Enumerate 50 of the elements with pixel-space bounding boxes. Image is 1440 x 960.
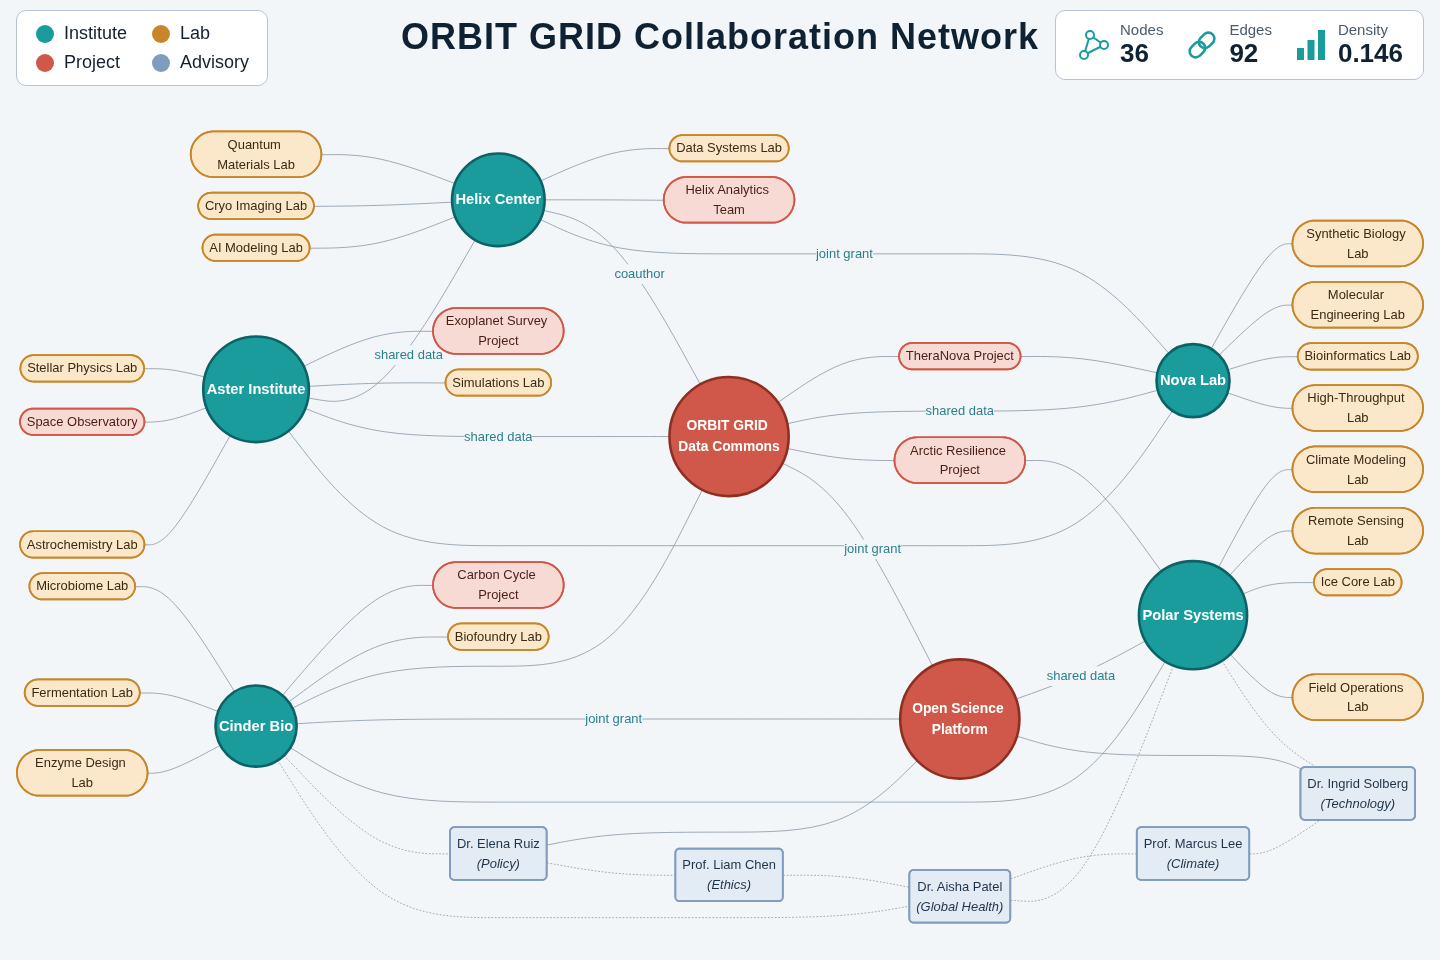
edge-label: joint grant: [585, 711, 643, 726]
connector: [1221, 660, 1318, 768]
node-circle: Aster Institute: [201, 335, 311, 444]
connector: [139, 692, 219, 712]
node-circle: Polar Systems: [1137, 559, 1249, 671]
connector: [144, 407, 207, 423]
legend-label: Project: [64, 52, 121, 73]
connector: [144, 368, 206, 378]
connector: [543, 209, 701, 385]
connector: [296, 718, 901, 725]
connector: [1025, 460, 1162, 572]
connector: [288, 636, 449, 703]
edge-label: shared data: [925, 403, 995, 418]
edge-label: shared data: [1046, 667, 1116, 683]
connector: [321, 154, 456, 184]
edge-label: shared data: [374, 347, 443, 362]
edge-label: joint grant: [815, 245, 873, 261]
stat-value: 92: [1229, 38, 1260, 69]
stat-label: Edges: [1229, 21, 1272, 38]
node-circle: Open Science Platform: [898, 658, 1021, 780]
connector: [309, 216, 456, 249]
title: ORBIT GRID Collaboration Network: [400, 16, 1040, 58]
node-circle: Helix Center: [450, 152, 546, 248]
connector: [147, 744, 221, 774]
connector: [303, 330, 434, 367]
connector: [546, 760, 918, 846]
connector: [1015, 640, 1146, 700]
edge-label: joint grant: [844, 541, 902, 556]
edge-label: shared data: [464, 428, 533, 444]
connector: [1020, 356, 1158, 374]
connector: [292, 489, 703, 709]
connector: [777, 356, 900, 403]
node-circle: Cinder Bio: [214, 684, 298, 768]
connector: [144, 434, 231, 546]
stat-value: 36: [1120, 38, 1150, 69]
node-circle: Nova Lab: [1155, 342, 1231, 419]
connector: [786, 389, 1159, 425]
legend-label: Advisory: [180, 52, 250, 73]
connector: [282, 584, 434, 696]
edge-label: coauthor: [614, 265, 665, 281]
stat-value: 0.146: [1337, 38, 1403, 69]
connector: [1016, 735, 1303, 770]
connector: [135, 586, 236, 693]
connector: [290, 661, 1166, 803]
stat-label: Nodes: [1120, 21, 1164, 38]
stat-label: Density: [1337, 21, 1389, 38]
connector: [313, 201, 453, 207]
legend-label: Institute: [64, 23, 128, 44]
node-circle: ORBIT GRID Data Commons: [668, 375, 790, 498]
legend-label: Lab: [180, 23, 211, 44]
